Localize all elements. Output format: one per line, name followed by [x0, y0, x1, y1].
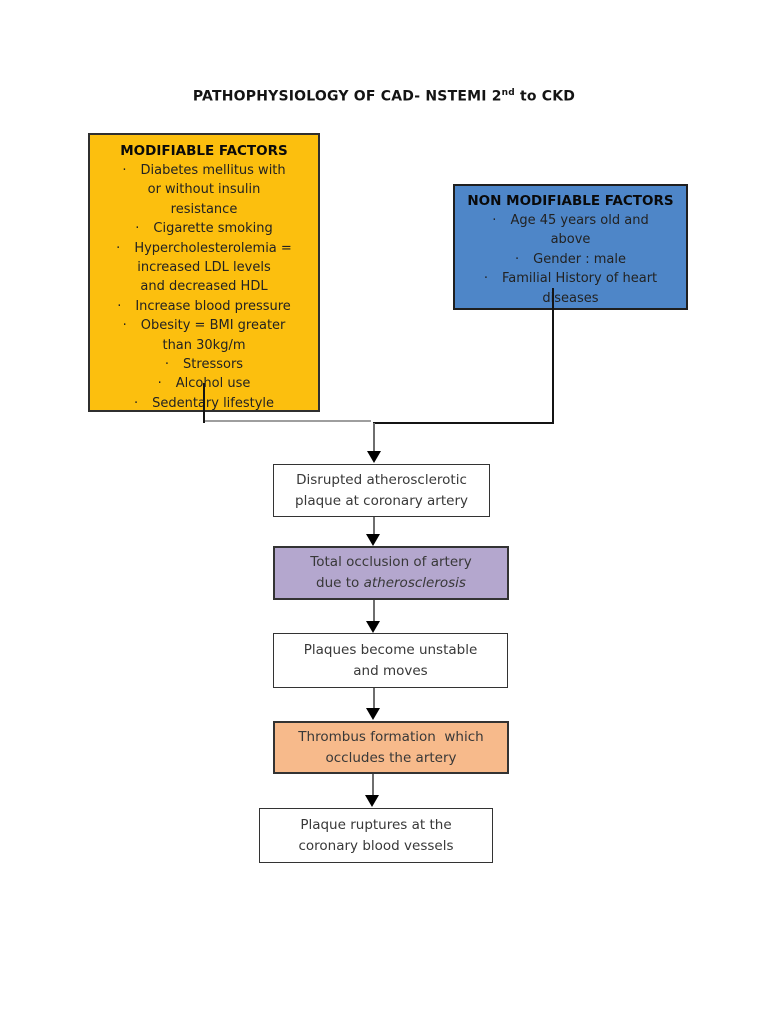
list-item: ·Increase blood pressure: [117, 298, 291, 314]
flow-step-plaque-ruptures: Plaque ruptures at the coronary blood ve…: [259, 808, 493, 863]
bullet-icon: ·: [492, 213, 497, 228]
list-item: ·Gender : male: [515, 251, 626, 267]
connector-line-modifiable-horizontal: [203, 420, 371, 422]
connector-line-non-modifiable-drop: [552, 288, 554, 424]
italic-term: atherosclerosis: [363, 575, 466, 591]
modifiable-factors-box: MODIFIABLE FACTORS ·Diabetes mellitus wi…: [88, 133, 320, 412]
non-modifiable-factors-box: NON MODIFIABLE FACTORS ·Age 45 years old…: [453, 184, 688, 310]
arrow-down-icon: [365, 795, 379, 807]
arrow-down-icon: [367, 451, 381, 463]
bullet-icon: ·: [135, 221, 140, 237]
bullet-icon: ·: [483, 271, 488, 287]
list-item: ·Stressors: [164, 357, 244, 373]
arrow-down-icon: [366, 534, 380, 546]
bullet-icon: ·: [133, 395, 139, 411]
list-item: ·Sedentary lifestyle: [133, 395, 275, 411]
bullet-icon: ·: [164, 357, 170, 373]
list-item: ·Alcohol use: [157, 376, 251, 392]
connector-line-center-drop: [373, 423, 375, 452]
flow-step-total-occlusion: Total occlusion of artery due to atheros…: [273, 546, 509, 600]
bullet-icon: ·: [122, 318, 127, 334]
flow-step-thrombus-formation: Thrombus formation which occludes the ar…: [273, 721, 509, 774]
bullet-icon: ·: [157, 376, 162, 392]
list-item: ·Diabetes mellitus with or without insul…: [122, 163, 286, 217]
connector-line: [373, 600, 375, 621]
arrow-down-icon: [366, 708, 380, 720]
flow-step-disrupted-plaque: Disrupted atherosclerotic plaque at coro…: [273, 464, 490, 517]
non-modifiable-factors-header: NON MODIFIABLE FACTORS: [467, 193, 674, 209]
connector-line: [373, 517, 375, 535]
list-item: ·Familial History of heart diseases: [483, 271, 658, 306]
list-item: ·Obesity = BMI greater than 30kg/m: [122, 318, 286, 353]
list-item: ·Age 45 years old and above: [492, 213, 649, 248]
connector-line-non-modifiable-horizontal: [373, 422, 554, 424]
bullet-icon: ·: [116, 240, 121, 256]
connector-line: [372, 774, 374, 795]
list-item: ·Cigarette smoking: [135, 221, 273, 237]
bullet-icon: ·: [515, 251, 520, 267]
flow-step-plaques-unstable: Plaques become unstable and moves: [273, 633, 508, 688]
arrow-down-icon: [366, 621, 380, 633]
bullet-icon: ·: [122, 163, 127, 178]
connector-line-modifiable-drop: [203, 383, 205, 423]
modifiable-factors-header: MODIFIABLE FACTORS: [120, 143, 288, 159]
page-title: PATHOPHYSIOLOGY OF CAD- NSTEMI 2nd to CK…: [192, 88, 576, 105]
bullet-icon: ·: [117, 298, 122, 314]
title-superscript: nd: [501, 88, 515, 98]
connector-line: [373, 688, 375, 709]
list-item: ·Hypercholesterolemia = increased LDL le…: [116, 240, 292, 295]
